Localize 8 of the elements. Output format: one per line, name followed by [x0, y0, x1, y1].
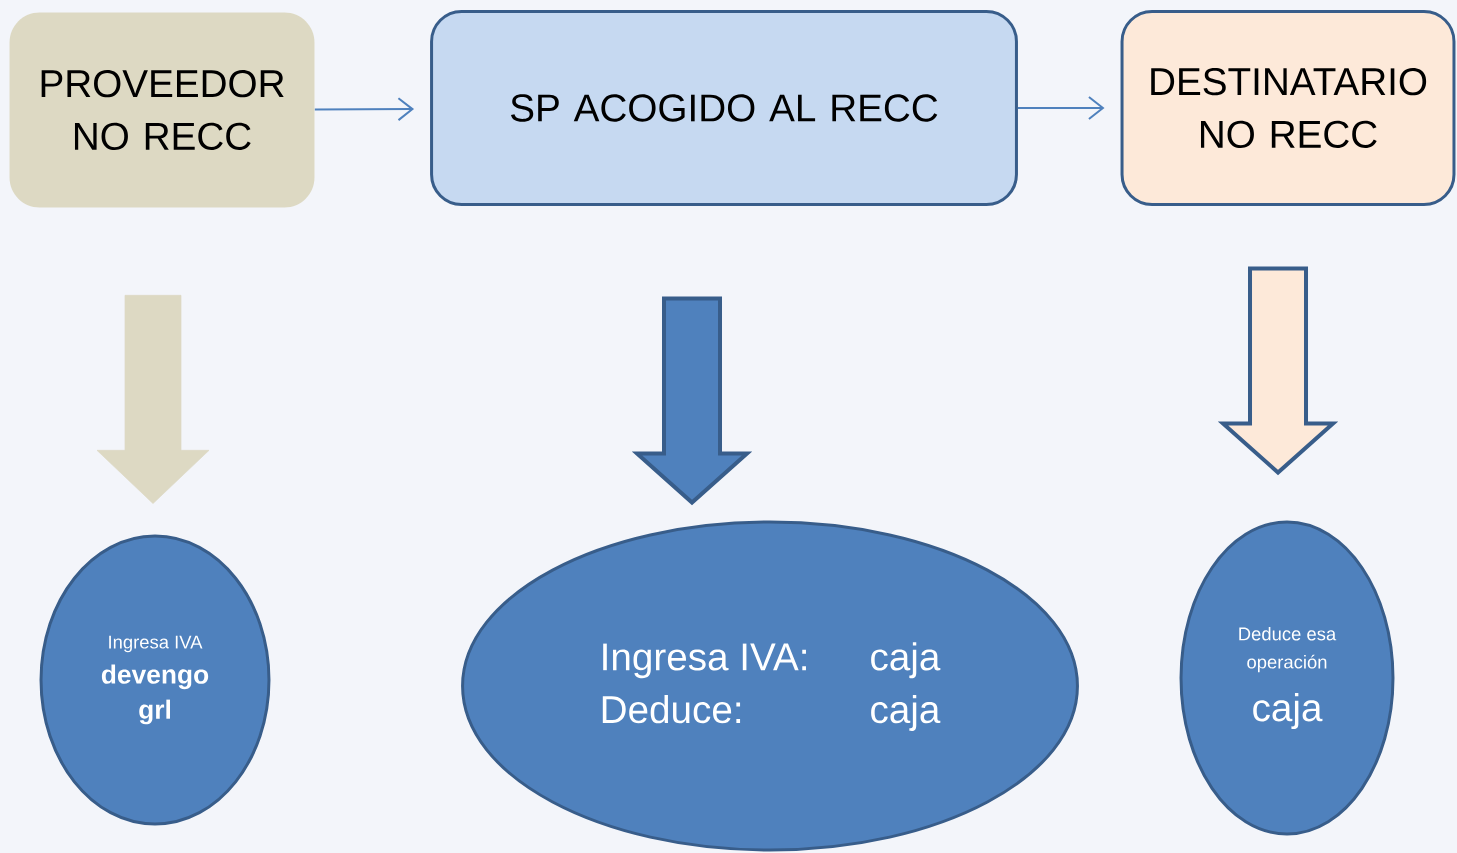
- process-box: DESTINATARIO NO RECC: [1120, 10, 1456, 206]
- block-arrow: [631, 296, 753, 506]
- process-box: PROVEEDOR NO RECC: [9, 12, 315, 208]
- process-box: SP ACOGIDO AL RECC: [430, 10, 1018, 206]
- arrow: [313, 97, 415, 122]
- arrow: [1016, 96, 1105, 120]
- block-arrow: [1217, 266, 1339, 476]
- block-arrow: [96, 295, 210, 504]
